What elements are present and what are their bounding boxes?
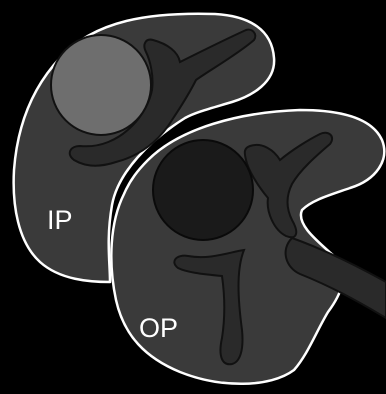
op-label: OP	[139, 313, 178, 343]
ip-label: IP	[47, 205, 73, 235]
op-nucleus	[153, 140, 253, 240]
op-cell: OP	[111, 110, 386, 384]
ip-nucleus	[51, 35, 151, 135]
